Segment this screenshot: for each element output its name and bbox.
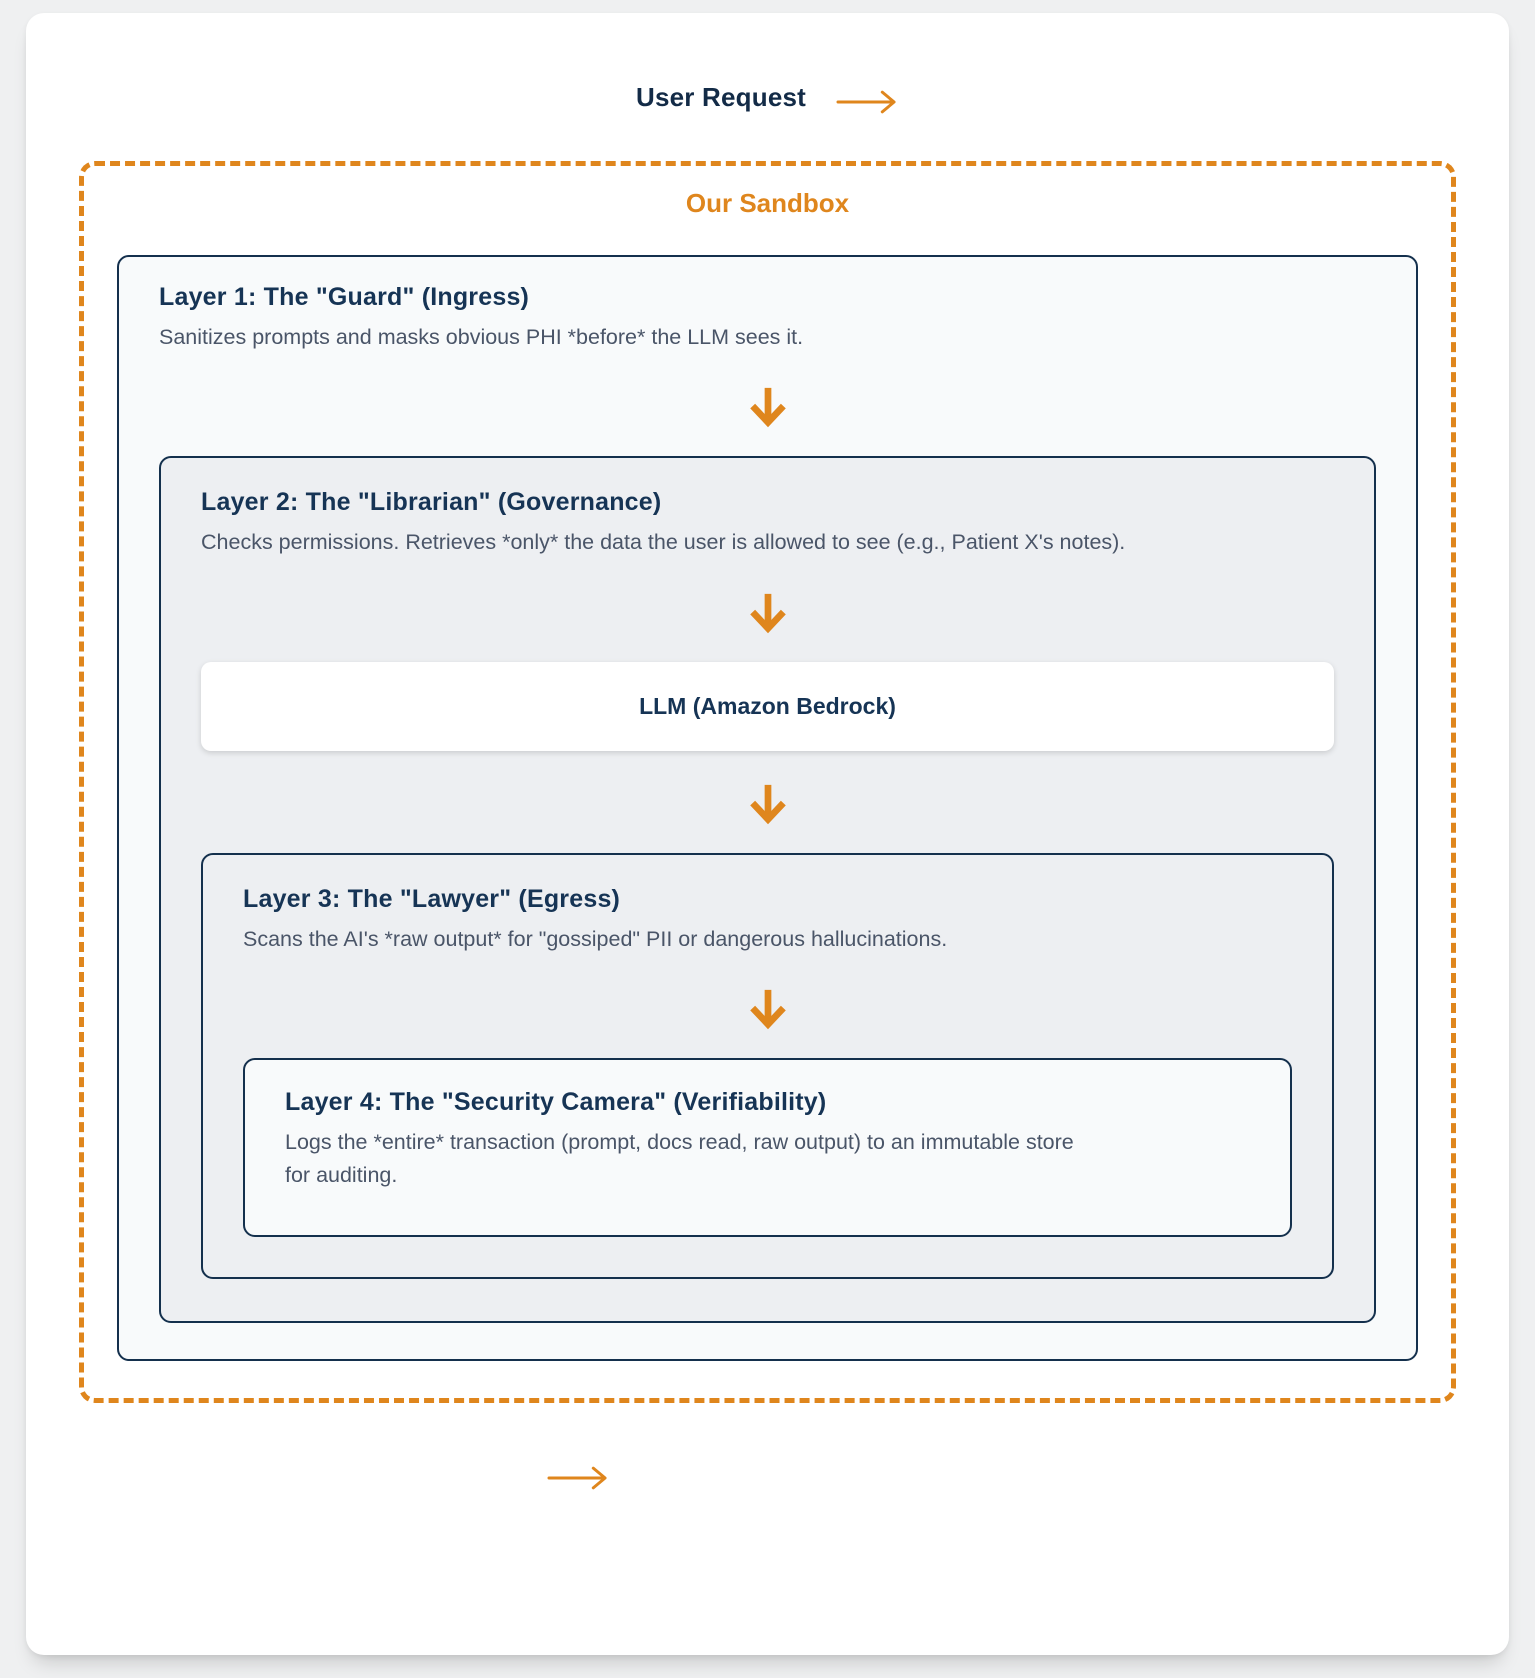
- layer-1-box: Layer 1: The "Guard" (Ingress) Sanitizes…: [117, 255, 1418, 1361]
- layer-1-title: Layer 1: The "Guard" (Ingress): [159, 283, 530, 311]
- down-arrow-icon: [745, 590, 791, 636]
- down-arrow-icon: [745, 781, 791, 827]
- sandbox-title: Our Sandbox: [685, 188, 850, 218]
- layer-4-box: Layer 4: The "Security Camera" (Verifiab…: [243, 1057, 1292, 1237]
- llm-box: LLM (Amazon Bedrock): [201, 661, 1334, 751]
- layer-2-box: Layer 2: The "Librarian" (Governance) Ch…: [159, 456, 1376, 1323]
- user-request-header: User Request: [79, 79, 1456, 115]
- down-arrow-icon: [745, 986, 791, 1032]
- llm-label: LLM (Amazon Bedrock): [639, 692, 896, 719]
- down-arrow-icon: [745, 384, 791, 430]
- layer-2-title: Layer 2: The "Librarian" (Governance): [201, 488, 662, 517]
- right-arrow-icon: [836, 89, 899, 115]
- layer-3-description: Scans the AI's *raw output* for "gossipe…: [243, 926, 948, 951]
- sandbox-container: Our Sandbox Layer 1: The "Guard" (Ingres…: [79, 161, 1456, 1403]
- flow-arrow-row-3: [201, 781, 1334, 827]
- layer-3-box: Layer 3: The "Lawyer" (Egress) Scans the…: [201, 852, 1334, 1279]
- flow-arrow-row-2: [201, 590, 1334, 636]
- user-request-label: User Request: [635, 81, 807, 112]
- exit-arrow-row: [79, 1465, 1456, 1491]
- flow-arrow-row-4: [243, 986, 1292, 1032]
- layer-2-description: Checks permissions. Retrieves *only* the…: [201, 530, 1126, 555]
- layer-3-title: Layer 3: The "Lawyer" (Egress): [243, 884, 621, 913]
- right-arrow-icon: [547, 1465, 1456, 1491]
- layer-4-title: Layer 4: The "Security Camera" (Verifiab…: [285, 1087, 827, 1116]
- layer-1-description: Sanitizes prompts and masks obvious PHI …: [159, 325, 804, 349]
- flow-arrow-row-1: [159, 384, 1376, 430]
- diagram-card: User Request Our Sandbox Layer 1: The "G…: [26, 13, 1509, 1655]
- layer-4-description: Logs the *entire* transaction (prompt, d…: [285, 1129, 1074, 1188]
